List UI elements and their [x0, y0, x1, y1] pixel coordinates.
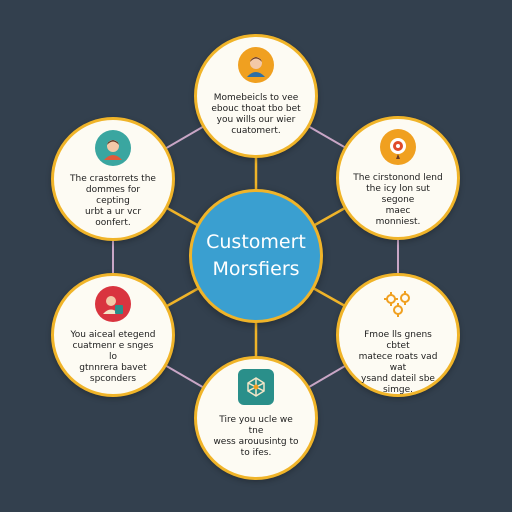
node-top-left: The crastorrets the dommes for cepting u…: [51, 117, 175, 241]
text-line: You aiceal etegend: [70, 330, 156, 340]
node-text: The cirstonond lend the icy lon sut sego…: [353, 173, 443, 228]
spoke-top-left: [166, 206, 200, 228]
text-line: oonfert.: [95, 218, 131, 228]
center-title-line-1: Customert: [206, 231, 306, 253]
text-line: ebouc thoat tbo bet: [211, 104, 301, 114]
person-avatar-icon: [238, 47, 274, 83]
text-line: cuatomert.: [231, 126, 281, 136]
center-title-line-2: Morsfiers: [212, 258, 300, 280]
text-line: wess arouusintg to: [213, 437, 299, 447]
text-line: dommes for cepting: [85, 185, 141, 206]
text-line: Momebeicls to vee: [213, 93, 299, 103]
target-pin-icon: [380, 129, 416, 165]
text-line: Fmoe lls gnens cbtet: [364, 330, 432, 351]
center-hub: Customert Morsfiers: [189, 189, 323, 323]
text-line: you wills our wier: [216, 115, 296, 125]
spoke-bottom-left: [166, 286, 200, 308]
node-text: The crastorrets the dommes for cepting u…: [68, 174, 158, 229]
text-line: gtnnrera bavet: [79, 363, 147, 373]
text-line: matece roats vad wat: [358, 352, 438, 373]
text-line: to ifes.: [240, 448, 272, 458]
node-bottom-right: Fmoe lls gnens cbtet matece roats vad wa…: [336, 273, 460, 397]
text-line: simge.: [382, 385, 414, 395]
spoke-top-right: [312, 206, 346, 228]
node-top-right: The cirstonond lend the icy lon sut sego…: [336, 116, 460, 240]
text-line: ysand dateil sbe: [361, 374, 435, 384]
node-bottom-left: You aiceal etegend cuatmenr e snges lo g…: [51, 273, 175, 397]
person-avatar-icon: [95, 130, 131, 166]
node-text: Momebeicls to vee ebouc thoat tbo bet yo…: [211, 93, 301, 137]
text-line: The cirstonond lend: [353, 173, 443, 183]
node-text: You aiceal etegend cuatmenr e snges lo g…: [68, 330, 158, 385]
spoke-bottom-right: [312, 286, 346, 308]
text-line: maec: [385, 206, 411, 216]
text-line: the icy lon sut segone: [366, 184, 430, 205]
text-line: urbt a ur vcr: [84, 207, 142, 217]
text-line: monniest.: [375, 217, 421, 227]
node-text: Fmoe lls gnens cbtet matece roats vad wa…: [353, 330, 443, 396]
node-bottom: Tire you ucle we tne wess arouusintg to …: [194, 356, 318, 480]
network-cube-icon: [238, 369, 274, 405]
node-text: Tire you ucle we tne wess arouusintg to …: [211, 415, 301, 459]
text-line: cuatmenr e snges lo: [72, 341, 154, 362]
gears-icon: [380, 286, 416, 322]
person-badge-icon: [95, 286, 131, 322]
spokes: [166, 158, 346, 356]
text-line: The crastorrets the: [70, 174, 156, 184]
text-line: Tire you ucle we tne: [219, 415, 293, 436]
text-line: spconders: [89, 374, 137, 384]
node-top: Momebeicls to vee ebouc thoat tbo bet yo…: [194, 34, 318, 158]
